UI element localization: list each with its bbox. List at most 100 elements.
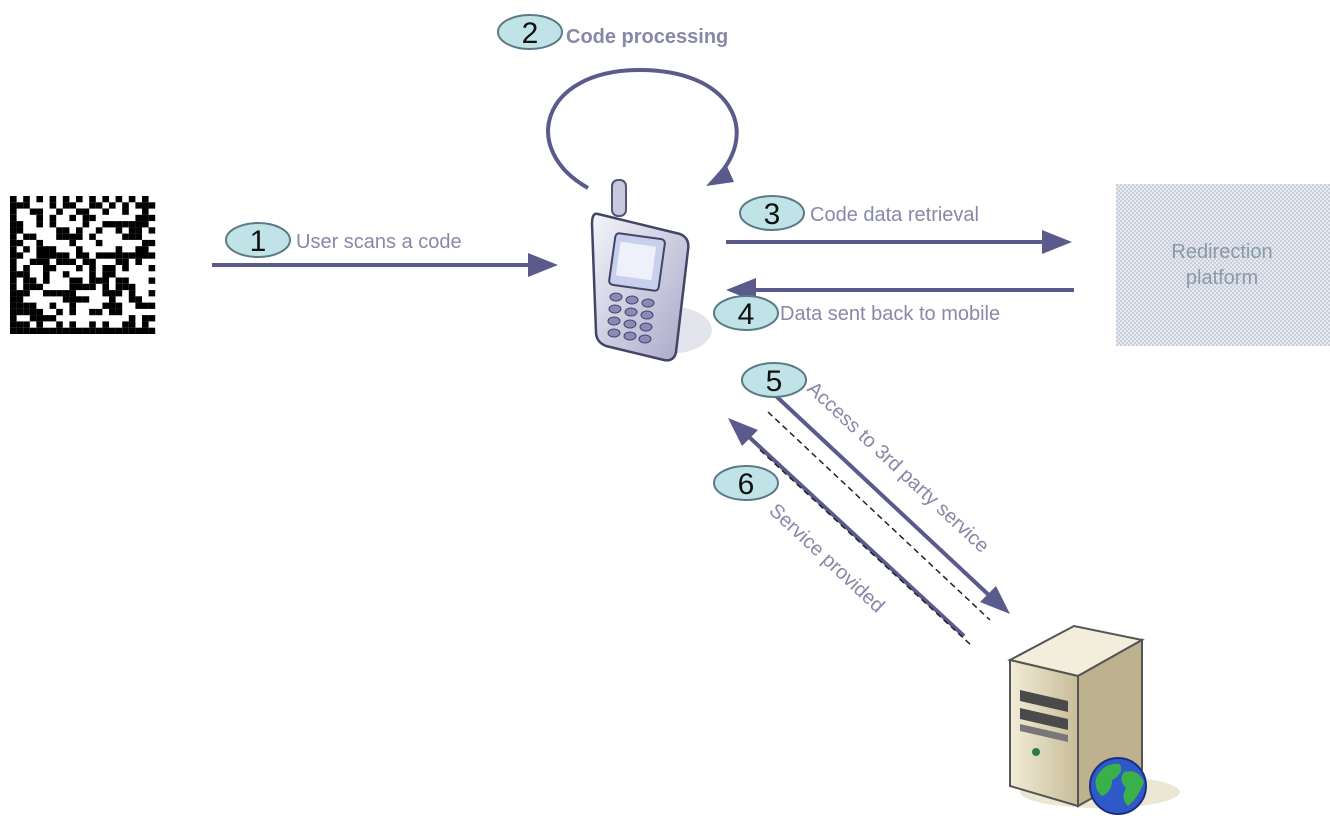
code-module: [148, 252, 156, 259]
code-module: [142, 327, 149, 334]
step-badge-6: [713, 465, 779, 501]
code-module: [122, 265, 129, 272]
code-module: [128, 327, 136, 334]
code-module: [36, 252, 43, 259]
code-module: [36, 321, 43, 328]
code-module: [49, 290, 57, 297]
code-module: [69, 202, 76, 209]
platform-label-line1: Redirection: [1171, 241, 1272, 263]
code-module: [89, 327, 96, 334]
step-number-4: 4: [738, 298, 755, 331]
code-module: [76, 327, 83, 334]
code-module: [109, 271, 116, 278]
code-module: [142, 202, 149, 209]
code-module: [95, 239, 103, 247]
code-module: [115, 246, 123, 253]
code-module: [10, 308, 17, 316]
code-module: [23, 302, 30, 309]
code-module: [148, 227, 156, 234]
code-module: [49, 315, 57, 322]
step-label-3: Code data retrieval: [810, 204, 979, 226]
code-module: [95, 252, 103, 259]
code-module: [89, 271, 96, 278]
step-1: 1 User scans a code: [225, 222, 462, 258]
code-module: [115, 227, 123, 234]
code-module: [10, 233, 17, 240]
code-module: [23, 271, 30, 278]
code-module: [49, 252, 57, 259]
code-module: [115, 327, 123, 334]
code-module: [148, 202, 156, 209]
code-module: [69, 258, 76, 265]
code-module: [23, 196, 30, 203]
code-module: [49, 214, 57, 222]
code-module: [82, 327, 90, 334]
code-module: [142, 252, 149, 259]
code-module: [10, 258, 17, 265]
code-module: [16, 221, 24, 228]
code-module: [109, 290, 116, 297]
code-module: [142, 321, 149, 328]
code-module: [69, 296, 76, 303]
code-module: [135, 296, 142, 303]
code-module: [56, 308, 63, 316]
code-module: [10, 315, 17, 322]
code-module: [62, 196, 70, 203]
code-module: [36, 221, 43, 228]
code-module: [69, 233, 76, 240]
code-module: [122, 202, 129, 209]
code-module: [135, 233, 142, 240]
code-module: [23, 290, 30, 297]
code-module: [102, 252, 109, 259]
code-module: [16, 239, 24, 247]
code-module: [89, 233, 96, 240]
code-module: [115, 308, 123, 316]
code-module: [82, 208, 90, 215]
code-module: [10, 277, 17, 284]
code-module: [16, 308, 24, 316]
code-module: [128, 283, 136, 291]
code-module: [142, 214, 149, 222]
step-badge-3: [739, 195, 805, 231]
arrowhead-step-2: [706, 164, 734, 186]
code-module: [69, 308, 76, 316]
step-label-2: Code processing: [566, 26, 728, 48]
arrowhead-step-3: [1042, 230, 1072, 254]
code-module: [122, 277, 129, 284]
code-module: [95, 308, 103, 316]
code-module: [142, 221, 149, 228]
code-module: [29, 302, 37, 309]
code-module: [102, 277, 109, 284]
code-module: [135, 327, 142, 334]
code-module: [135, 258, 142, 265]
code-module: [76, 252, 83, 259]
code-module: [102, 221, 109, 228]
code-module: [36, 196, 43, 203]
code-module: [69, 302, 76, 309]
code-module: [43, 290, 50, 297]
code-module: [62, 258, 70, 265]
code-module: [56, 227, 63, 234]
code-module: [76, 277, 83, 284]
code-module: [128, 233, 136, 240]
code-module: [10, 246, 17, 253]
code-module: [135, 246, 142, 253]
code-module: [23, 202, 30, 209]
code-module: [29, 277, 37, 284]
code-module: [69, 283, 76, 291]
step-badge-4: [713, 295, 779, 331]
code-module: [43, 271, 50, 278]
code-module: [36, 258, 43, 265]
code-module: [115, 221, 123, 228]
code-module: [89, 283, 96, 291]
code-module: [10, 208, 17, 215]
code-module: [128, 290, 136, 297]
code-module: [135, 221, 142, 228]
code-module: [29, 233, 37, 240]
code-module: [109, 265, 116, 272]
code-module: [16, 202, 24, 209]
code-module: [43, 277, 50, 284]
code-module: [62, 327, 70, 334]
code-module: [128, 227, 136, 234]
